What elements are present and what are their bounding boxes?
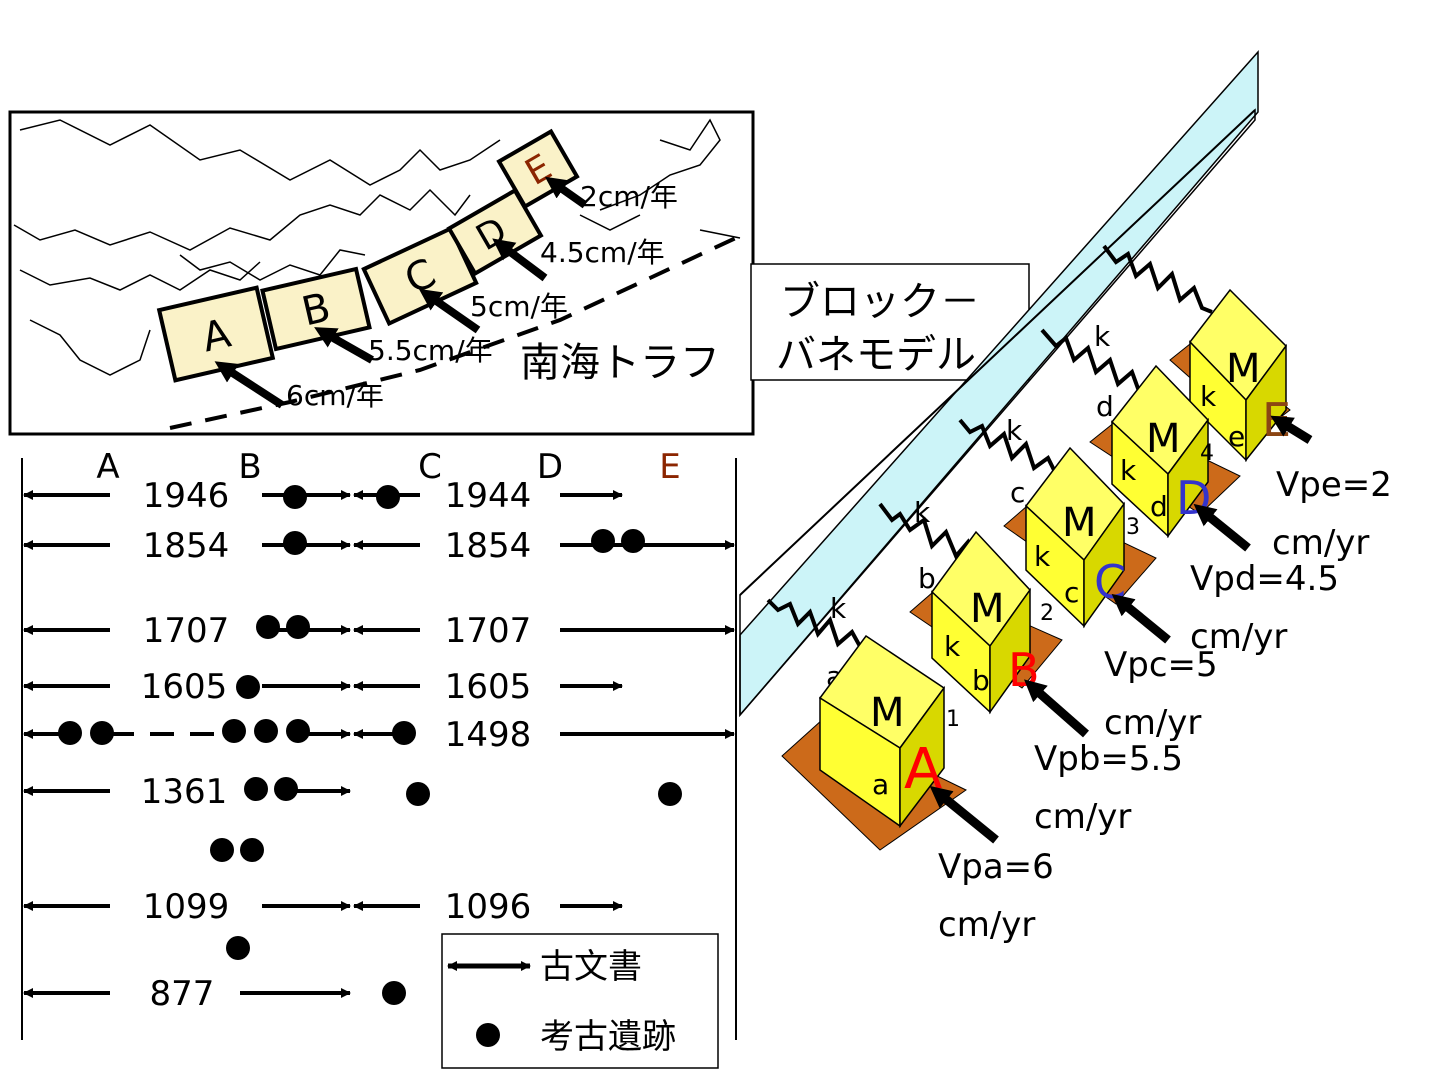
earthquake-timeline: A B C D E [21, 447, 737, 1069]
spring-k-4: k [1094, 320, 1111, 353]
fixed-wall-front [739, 108, 1256, 718]
rate-label-a: 6cm/年 [286, 379, 384, 412]
block-spring-model: k k k k a b c d M k e E M k d [739, 50, 1392, 945]
seg-label-c: C [1094, 555, 1126, 609]
vpa-unit: cm/yr [938, 905, 1035, 945]
num-2: 2 [1040, 601, 1054, 626]
column-e: E [659, 447, 680, 487]
year-1946: 1946 [143, 476, 230, 516]
model-label-line2: バネモデル [776, 332, 976, 378]
plate-motion-arrows [214, 176, 588, 409]
year-1707-west: 1707 [143, 611, 230, 651]
year-1498: 1498 [445, 715, 532, 755]
rate-label-e: 2cm/年 [580, 180, 678, 213]
segment-box-a: A [156, 285, 276, 383]
year-1854-east: 1854 [445, 526, 532, 566]
year-877: 877 [150, 974, 215, 1014]
vpb: Vpb=5.5 [1034, 739, 1183, 779]
dash-c: c [1064, 576, 1079, 609]
legend-archaeology: 考古遺跡 [540, 1017, 676, 1057]
vpb-unit: cm/yr [1034, 797, 1131, 837]
spring-k-1: k [830, 592, 847, 625]
vpc-unit: cm/yr [1104, 703, 1201, 743]
velocity-labels: Vpa=6 cm/yr Vpb=5.5 cm/yr Vpc=5 cm/yr Vp… [938, 465, 1392, 945]
seg-label-e: E [1262, 393, 1291, 447]
column-b: B [238, 447, 261, 487]
dash-d: d [1150, 490, 1168, 523]
nankai-trough-line [169, 234, 741, 430]
trough-label: 南海トラフ [520, 340, 720, 386]
spring-k-3: k [1006, 414, 1023, 447]
springs [766, 244, 1213, 668]
spring-c: c [1010, 476, 1025, 509]
coastline [13, 118, 741, 376]
vpd-unit: cm/yr [1190, 617, 1287, 657]
vpe: Vpe=2 [1276, 465, 1392, 505]
vpd: Vpd=4.5 [1190, 559, 1339, 599]
model-label-box: ブロック－ バネモデル [750, 263, 1030, 381]
seg-label-a: A [904, 737, 942, 802]
mass-e: M [1226, 346, 1261, 392]
spring-d: d [1096, 390, 1114, 423]
rate-label-c: 5cm/年 [470, 290, 568, 323]
k-b: k [944, 630, 961, 663]
block-c: M k c 3 C [1003, 446, 1157, 629]
num-1: 1 [946, 707, 960, 732]
column-c: C [418, 447, 442, 487]
block-d: M k d 4 D [1089, 364, 1241, 539]
year-1854-west: 1854 [143, 526, 230, 566]
year-labels: 1946 1944 1854 1854 1707 1707 1605 1605 … [141, 476, 532, 1014]
model-label-line1: ブロック－ [780, 279, 980, 325]
k-e: k [1200, 380, 1217, 413]
year-1944: 1944 [445, 476, 532, 516]
k-d: k [1120, 454, 1137, 487]
dash-b: b [972, 664, 990, 697]
vpe-unit: cm/yr [1272, 523, 1369, 563]
k-c: k [1034, 540, 1051, 573]
mass-d: M [1146, 416, 1181, 462]
seg-label-b: B [1008, 643, 1040, 697]
year-1096: 1096 [445, 887, 532, 927]
legend: 古文書 考古遺跡 [441, 933, 719, 1069]
dash-e: e [1228, 420, 1245, 453]
num-4: 4 [1200, 441, 1214, 466]
map-panel: A B C D E 6cm/年 5.5cm/年 5cm/年 4.5cm/ [8, 110, 755, 436]
mass-a: M [870, 690, 905, 736]
spring-labels: k k k k a b c d [826, 320, 1114, 693]
year-1099: 1099 [143, 887, 230, 927]
column-a: A [96, 447, 119, 487]
block-a: M a 1 A [781, 634, 967, 851]
mass-b: M [970, 586, 1005, 632]
vpa: Vpa=6 [938, 847, 1054, 887]
vpc: Vpc=5 [1104, 645, 1218, 685]
column-d: D [537, 447, 563, 487]
legend-documents: 古文書 [540, 947, 642, 987]
year-1361: 1361 [141, 772, 228, 812]
rate-label-b: 5.5cm/年 [368, 334, 493, 367]
block-b: M k b 2 B [909, 530, 1063, 715]
year-1605-west: 1605 [141, 667, 228, 707]
mass-c: M [1062, 500, 1097, 546]
spring-b: b [918, 562, 936, 595]
spring-k-2: k [914, 496, 931, 529]
dash-a: a [872, 768, 889, 801]
velocity-arrows [929, 415, 1313, 844]
year-1605-east: 1605 [445, 667, 532, 707]
legend-dot [476, 1023, 500, 1047]
num-3: 3 [1126, 515, 1140, 540]
archaeological-site-dots [58, 485, 682, 1005]
rate-label-d: 4.5cm/年 [540, 236, 665, 269]
year-1707-east: 1707 [445, 611, 532, 651]
block-e: M k e E [1169, 288, 1291, 463]
